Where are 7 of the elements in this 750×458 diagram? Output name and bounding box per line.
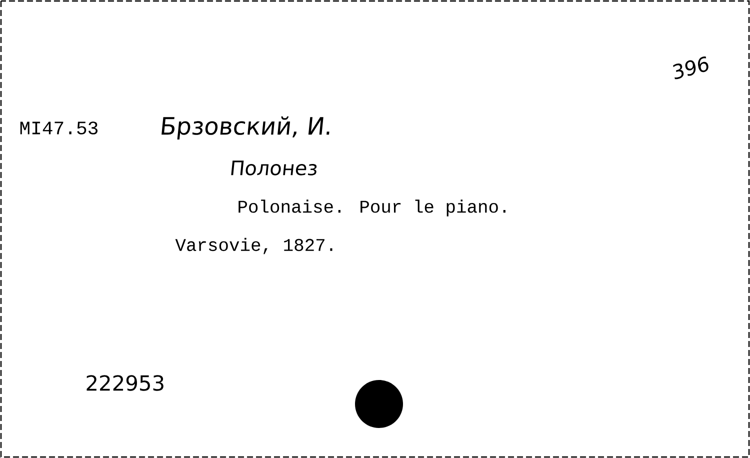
handwritten-author: Брзовский, И. xyxy=(162,116,330,140)
typed-title: Polonaise. Pour le piano. xyxy=(238,200,506,216)
accession-number: 222953 xyxy=(86,375,164,391)
handwritten-title: Полонез xyxy=(231,160,317,176)
call-number: MI47.53 xyxy=(20,122,98,134)
handwritten-number: 396 xyxy=(673,56,708,80)
typed-imprint: Varsovie, 1827. xyxy=(175,238,332,254)
